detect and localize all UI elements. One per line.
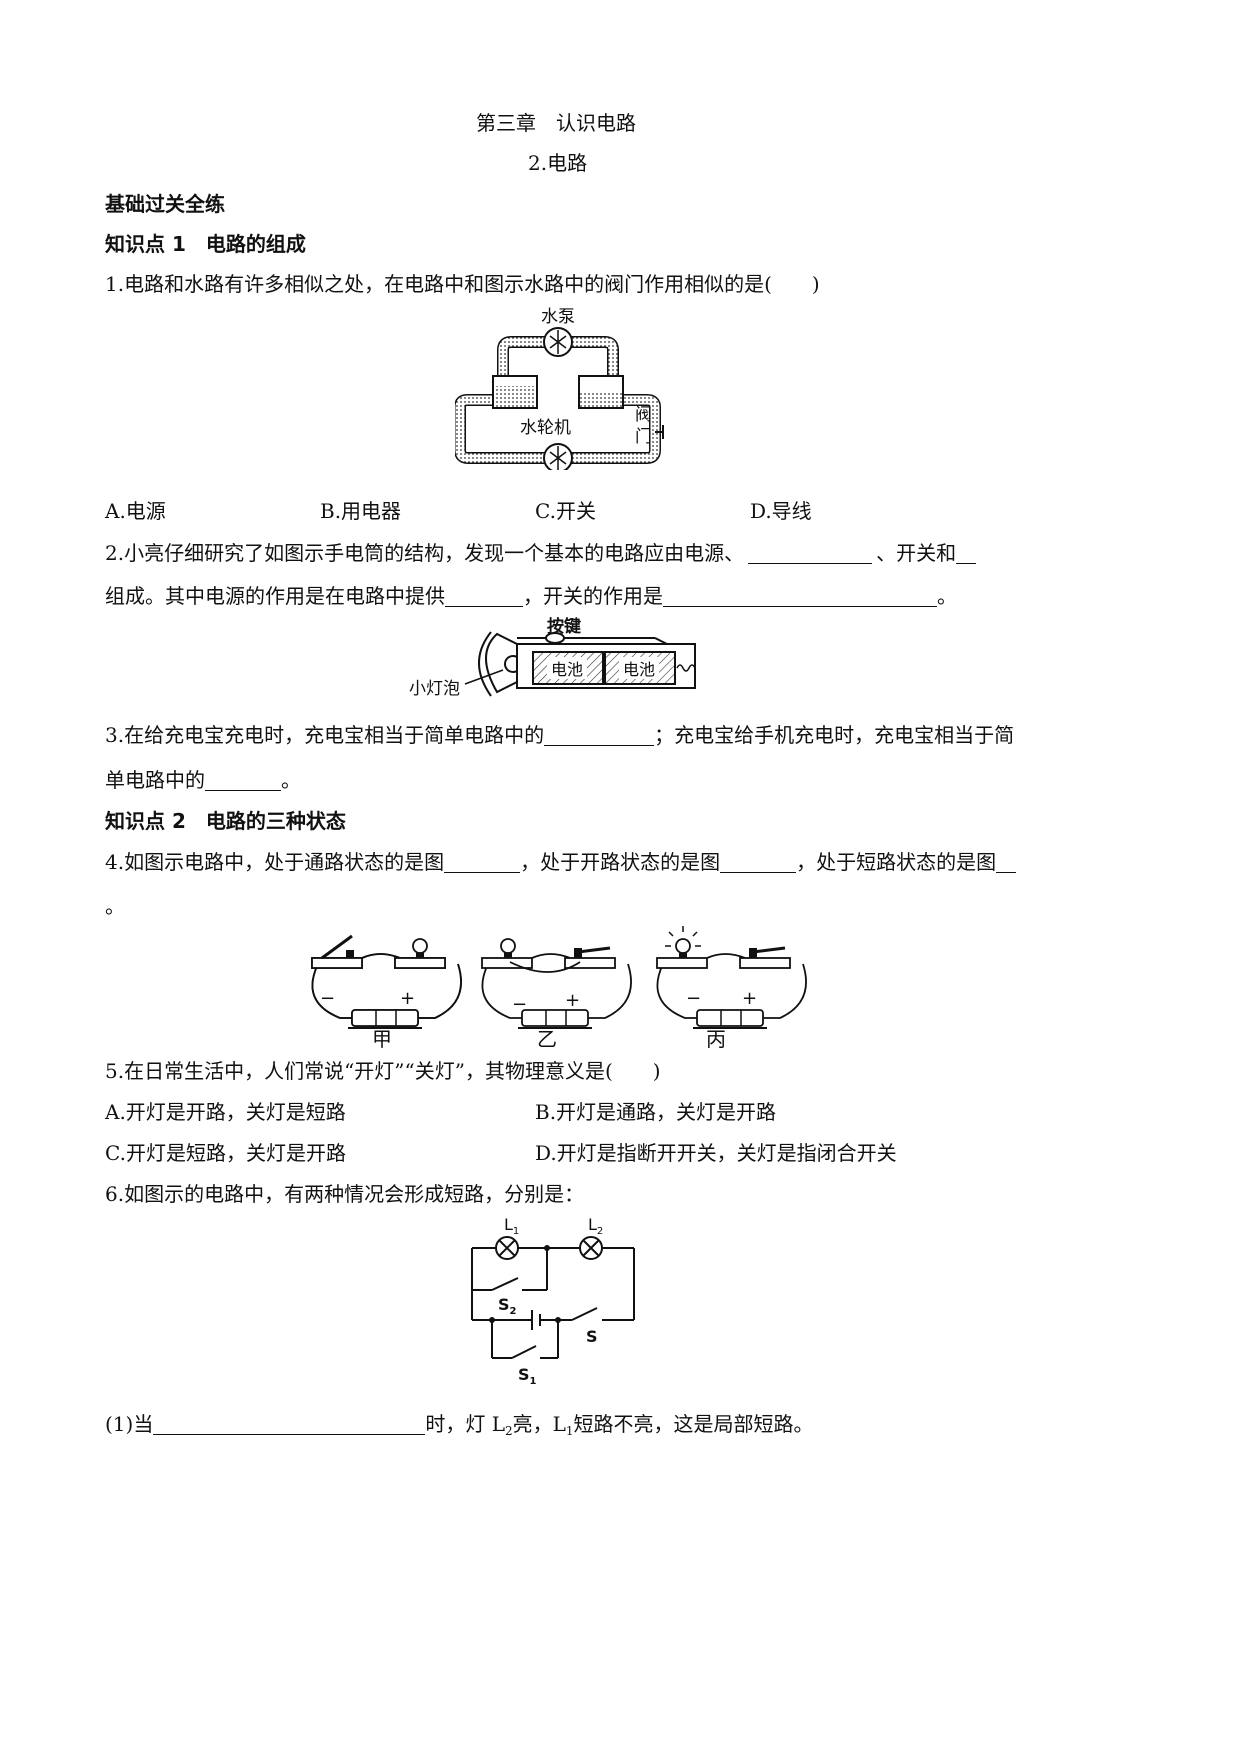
circuit-label-yi: 乙 [537,1027,557,1050]
switch-s1-label: S [518,1365,530,1384]
answer-blank[interactable] [205,770,281,791]
bulb-label: 小灯泡 [409,679,460,699]
plus-sign: + [565,990,580,1011]
q5-option-d: D.开灯是指断开开关，关灯是指闭合开关 [535,1141,897,1165]
minus-sign: − [512,994,527,1015]
answer-blank[interactable] [444,852,521,873]
q1-option-a: A.电源 [105,499,166,523]
battery-label-1: 电池 [551,660,583,679]
circuit-label-bing: 丙 [706,1027,726,1050]
answer-blank[interactable] [748,543,873,564]
water-circuit-figure: 水泵 水轮机 阀 门 [455,307,664,470]
part-title: 基础过关全练 [105,192,225,216]
plus-sign: + [742,988,757,1009]
plus-sign: + [400,988,415,1009]
q1-option-d: D.导线 [750,499,812,523]
q6-stem: 6.如图示的电路中，有两种情况会形成短路，分别是： [105,1182,585,1206]
q5-stem: 5.在日常生活中，人们常说“开灯”“关灯”，其物理意义是( ) [105,1059,661,1083]
valve-label-1: 阀 [635,405,652,425]
q1-option-c: C.开关 [535,499,596,523]
q5-option-b: B.开灯是通路，关灯是开路 [535,1100,777,1124]
switch-s-label: S [586,1327,598,1346]
answer-blank[interactable] [956,543,977,564]
series-circuit-figure: L1 L2 S2 S S1 [471,1215,635,1387]
svg-text:S1: S1 [518,1365,537,1387]
svg-text:S2: S2 [498,1295,517,1317]
q2-line-2: 组成。其中电源的作用是在电路中提供，开关的作用是。 [105,584,957,608]
chapter-title: 第三章 认识电路 [476,111,636,135]
q6-sub-1: (1)当时，灯 L2亮，L1短路不亮，这是局部短路。 [105,1412,814,1438]
q4-line-1: 4.如图示电路中，处于通路状态的是图，处于开路状态的是图，处于短路状态的是图 [105,850,1017,874]
answer-blank[interactable] [153,1414,426,1435]
battery-label-2: 电池 [623,660,655,679]
turbine-label: 水轮机 [520,418,571,438]
q3-line-1: 3.在给充电宝充电时，充电宝相当于简单电路中的；充电宝给手机充电时，充电宝相当于… [105,723,1015,747]
answer-blank[interactable] [663,586,937,607]
q1-stem: 1.电路和水路有许多相似之处，在电路中和图示水路中的阀门作用相似的是( ) [105,272,820,296]
switch-s2-label: S [498,1295,510,1314]
answer-blank[interactable] [996,852,1017,873]
valve-label-2: 门 [635,427,652,447]
q5-option-c: C.开灯是短路，关灯是开路 [105,1141,346,1165]
lamp-l1-label: L [504,1215,513,1234]
q2-line-1: 2.小亮仔细研究了如图示手电筒的结构，发现一个基本的电路应由电源、、开关和 [105,541,977,565]
circuit-label-jia: 甲 [372,1027,392,1050]
three-circuits-figure: − + − + − + 甲 乙 丙 [311,926,808,1050]
q3-line-2: 单电路中的。 [105,768,301,792]
answer-blank[interactable] [544,725,655,746]
lamp-l2-label: L [588,1215,597,1234]
knowledge-point-1: 知识点 1 电路的组成 [105,232,306,256]
svg-text:L2: L2 [588,1215,603,1237]
answer-blank[interactable] [445,586,523,607]
svg-text:L1: L1 [504,1215,519,1237]
minus-sign: − [320,988,335,1009]
minus-sign: − [686,988,701,1009]
button-label: 按键 [547,616,581,637]
answer-blank[interactable] [720,852,797,873]
q5-option-a: A.开灯是开路，关灯是短路 [105,1100,346,1124]
q4-line-2: 。 [105,894,125,918]
section-title: 2.电路 [528,151,588,175]
pump-label: 水泵 [541,307,575,327]
q1-option-b: B.用电器 [320,499,402,523]
knowledge-point-2: 知识点 2 电路的三种状态 [105,809,346,833]
flashlight-figure: 按键 小灯泡 电池 电池 [409,616,696,699]
